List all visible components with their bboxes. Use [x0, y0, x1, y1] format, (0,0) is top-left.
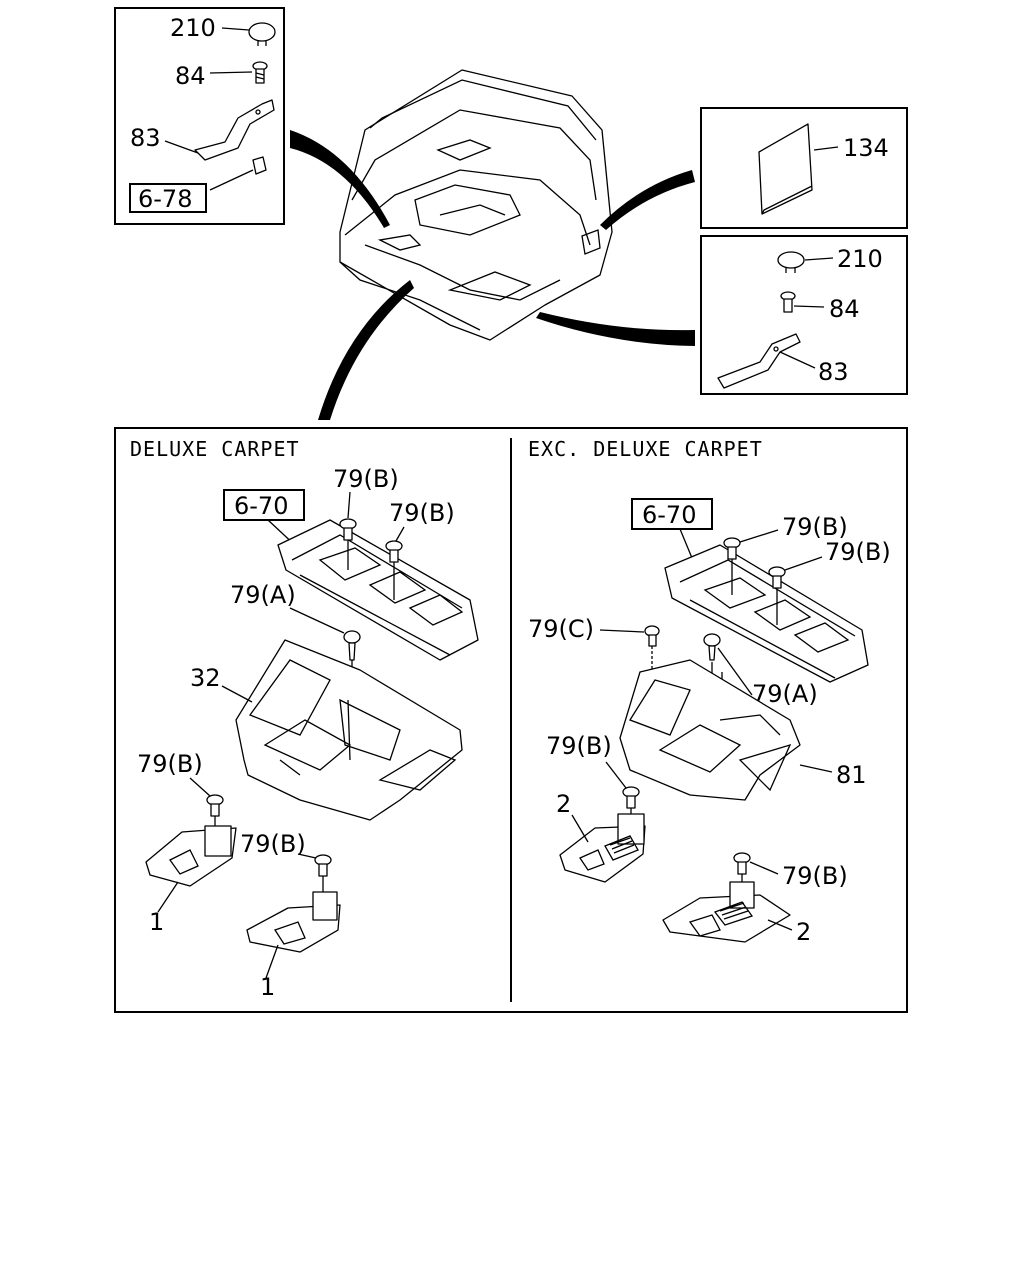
leader-line: [779, 351, 816, 369]
leader-line: [347, 491, 351, 519]
leader-line: [599, 629, 645, 633]
bolt-part: [622, 786, 640, 818]
callout-79b: 79(B): [825, 538, 891, 566]
callout-84: 84: [175, 62, 206, 90]
callout-1: 1: [260, 973, 275, 1001]
leader-line: [289, 607, 345, 634]
callout-79a: 79(A): [230, 581, 296, 609]
bolt-part: [385, 540, 403, 600]
callout-134: 134: [843, 134, 889, 162]
callout-wedge: [536, 312, 695, 346]
callout-210: 210: [837, 245, 883, 273]
ref-box: [223, 489, 305, 521]
floor-panel-part: [664, 544, 869, 683]
ref-6-78: 6-78: [138, 185, 192, 213]
callout-84: 84: [829, 295, 860, 323]
leader-line: [679, 528, 693, 559]
callout-79b: 79(B): [546, 732, 612, 760]
leader-line: [605, 761, 627, 789]
screw-part: [780, 291, 796, 313]
leader-line: [221, 27, 250, 31]
bracket-part: [717, 333, 801, 389]
leader-line: [739, 529, 779, 543]
exc-deluxe-carpet-panel: EXC. DELUXE CARPET 6-70 79(B) 79(B) 79(C…: [528, 437, 891, 946]
callout-79c: 79(C): [528, 615, 594, 643]
cap-clip-part: [777, 251, 805, 273]
leader-line: [297, 853, 317, 859]
callout-wedge: [600, 170, 695, 230]
bolt-part: [733, 852, 751, 884]
callout-83: 83: [130, 124, 161, 152]
leader-line: [749, 861, 779, 875]
panel-title: DELUXE CARPET: [130, 437, 300, 461]
deluxe-carpet-panel: DELUXE CARPET 6-70 79(B) 79(B) 79(A): [130, 437, 479, 1001]
leader-line: [799, 764, 833, 773]
callout-79b: 79(B): [333, 465, 399, 493]
callout-32: 32: [190, 664, 221, 692]
callout-81: 81: [836, 761, 867, 789]
leader-line: [767, 919, 793, 931]
screw-part: [252, 61, 268, 84]
leader-line: [804, 257, 834, 261]
leader-line: [221, 685, 253, 703]
leader-line: [395, 526, 405, 542]
floor-mat-part: [758, 123, 813, 215]
ref-box: [129, 183, 207, 213]
callout-wedge: [318, 280, 414, 420]
ref-box: [631, 498, 713, 530]
callout-79b: 79(B): [782, 513, 848, 541]
leader-line: [784, 556, 823, 571]
callout-wedge: [290, 130, 390, 228]
callout-79b: 79(B): [240, 830, 306, 858]
bolt-part: [206, 794, 224, 828]
clip-part: [343, 630, 361, 700]
panel-title: EXC. DELUXE CARPET: [528, 437, 763, 461]
callout-2: 2: [796, 918, 811, 946]
bolt-part: [339, 518, 357, 570]
leader-line: [157, 881, 179, 913]
bolt-part: [768, 566, 786, 625]
leader-line: [164, 140, 199, 154]
bolt-part: [314, 854, 332, 892]
leader-line: [571, 814, 589, 843]
leader-line: [209, 169, 254, 191]
cap-clip-part: [248, 22, 276, 46]
bolt-part: [723, 537, 741, 595]
bracket-part: [194, 99, 275, 161]
leader-line: [813, 146, 839, 151]
callout-79b: 79(B): [137, 750, 203, 778]
leader-line: [717, 647, 753, 696]
leader-line: [793, 305, 825, 308]
callout-1: 1: [149, 908, 164, 936]
top-right-mat-box: 134: [700, 107, 908, 229]
clip-part: [252, 156, 267, 175]
leader-line: [265, 944, 279, 979]
top-left-detail-box: 210 84 83 6-78: [114, 7, 285, 225]
callout-79b: 79(B): [782, 862, 848, 890]
cab-illustration: [290, 69, 695, 420]
ref-6-70: 6-70: [234, 492, 288, 520]
carpet-variants-box: [114, 427, 908, 1013]
top-right-detail-box: 210 84 83: [700, 235, 908, 395]
leader-line: [189, 777, 211, 797]
callout-79b: 79(B): [389, 499, 455, 527]
callout-83: 83: [818, 358, 849, 386]
callout-210: 210: [170, 14, 216, 42]
callout-2: 2: [556, 790, 571, 818]
leader-line: [209, 71, 253, 74]
ref-6-70: 6-70: [642, 501, 696, 529]
